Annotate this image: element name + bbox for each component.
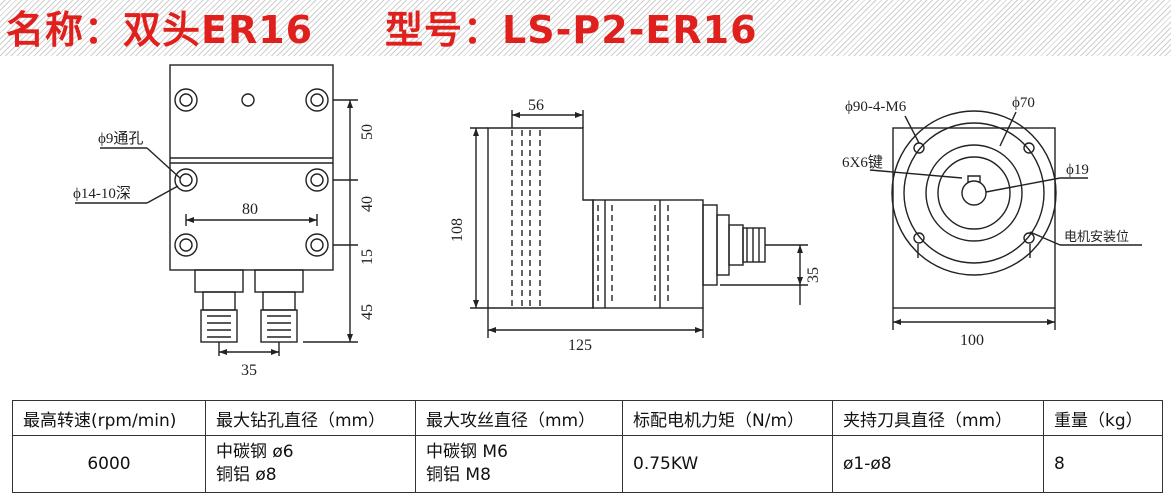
cell-tap-copper: 铜铝 M8 bbox=[426, 465, 491, 485]
right-outer-dia-label: ϕ70 bbox=[1012, 95, 1035, 111]
right-keyway-label: 6X6键 bbox=[842, 154, 883, 171]
left-dim-width: 80 bbox=[242, 201, 258, 218]
left-hole-through-label: ϕ9通孔 bbox=[98, 130, 143, 147]
header-banner: 名称：双头ER16 型号：LS-P2-ER16 bbox=[0, 0, 1171, 56]
header-max-drill: 最大钻孔直径（mm） bbox=[205, 400, 416, 436]
right-bolt-circle-label: ϕ90-4-M6 bbox=[845, 99, 907, 115]
middle-dim-108: 108 bbox=[449, 218, 466, 242]
cell-drill: 中碳钢 ø6 铜铝 ø8 bbox=[205, 435, 416, 493]
right-view bbox=[869, 110, 1142, 330]
cell-drill-steel: 中碳钢 ø6 bbox=[216, 442, 294, 462]
left-dim-40: 40 bbox=[359, 196, 376, 212]
table-header-row: 最高转速(rpm/min) 最大钻孔直径（mm） 最大攻丝直径（mm） 标配电机… bbox=[12, 400, 1163, 436]
middle-dim-125: 125 bbox=[568, 337, 592, 354]
middle-view bbox=[470, 110, 808, 338]
right-bore-label: ϕ19 bbox=[1066, 162, 1089, 178]
left-dim-45: 45 bbox=[359, 304, 376, 320]
cell-tap-steel: 中碳钢 M6 bbox=[426, 442, 508, 462]
left-dim-35: 35 bbox=[241, 362, 257, 379]
cell-tap: 中碳钢 M6 铜铝 M8 bbox=[415, 435, 623, 493]
cell-drill-copper: 铜铝 ø8 bbox=[216, 465, 277, 485]
right-dim-100: 100 bbox=[960, 332, 984, 349]
table-row: 6000 中碳钢 ø6 铜铝 ø8 中碳钢 M6 铜铝 M8 0.75KW ø1… bbox=[12, 435, 1163, 493]
middle-dim-56: 56 bbox=[528, 97, 544, 114]
technical-drawing: ϕ9通孔 ϕ14-10深 80 50 40 15 45 35 56 108 12… bbox=[73, 64, 1142, 379]
cell-weight: 8 bbox=[1043, 435, 1163, 493]
header-motor-torque: 标配电机力矩（N/m） bbox=[622, 400, 833, 436]
header-clamp-dia: 夹持刀具直径（mm） bbox=[832, 400, 1044, 436]
header-weight: 重量（kg） bbox=[1043, 400, 1163, 436]
middle-dim-35: 35 bbox=[805, 267, 822, 283]
left-hole-deep-label: ϕ14-10深 bbox=[73, 185, 131, 202]
product-name-title: 名称：双头ER16 bbox=[6, 8, 314, 52]
left-view bbox=[75, 64, 358, 356]
left-dim-15: 15 bbox=[359, 249, 376, 265]
left-dim-50: 50 bbox=[359, 124, 376, 140]
right-motor-mount-label: 电机安装位 bbox=[1064, 229, 1129, 244]
cell-clamp: ø1-ø8 bbox=[832, 435, 1044, 493]
header-max-tap: 最大攻丝直径（mm） bbox=[415, 400, 623, 436]
cell-torque: 0.75KW bbox=[622, 435, 833, 493]
header-max-speed: 最高转速(rpm/min) bbox=[12, 400, 206, 436]
cell-speed: 6000 bbox=[12, 435, 206, 493]
spec-table: 最高转速(rpm/min) 最大钻孔直径（mm） 最大攻丝直径（mm） 标配电机… bbox=[12, 400, 1163, 493]
product-model-title: 型号：LS-P2-ER16 bbox=[385, 8, 758, 52]
